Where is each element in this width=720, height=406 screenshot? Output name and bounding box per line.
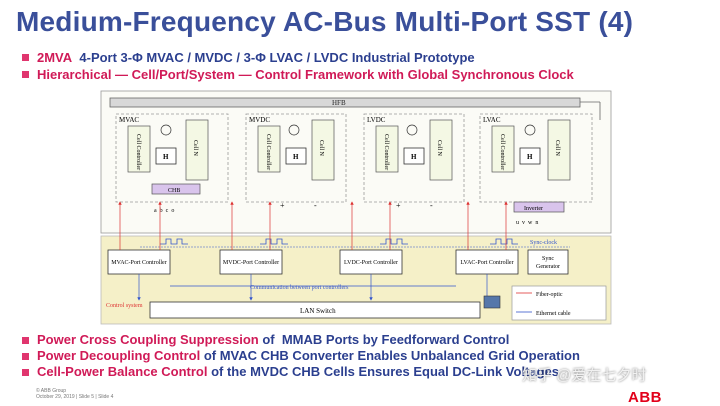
bullet-square-icon bbox=[22, 368, 29, 376]
cell-n-label: Cell N bbox=[318, 140, 324, 156]
cell-controller-label: Cell Controller bbox=[265, 134, 271, 170]
h-bridge-label: H bbox=[293, 153, 299, 161]
bullet-square-icon bbox=[22, 54, 29, 61]
port-mvac: MVAC Cell Controller H Cell N CHB a b c … bbox=[115, 113, 229, 214]
top-bullet-2: Hierarchical — Cell/Port/System — Contro… bbox=[22, 66, 574, 83]
lan-switch: LAN Switch bbox=[149, 301, 481, 319]
h-bridge-label: H bbox=[411, 153, 417, 161]
bullet-text: of MMAB Ports by Feedforward Control bbox=[258, 332, 510, 347]
port-lvdc: LVDC Cell Controller H Cell N + - bbox=[363, 113, 465, 210]
svg-text:MVAC-Port Controller: MVAC-Port Controller bbox=[111, 260, 166, 266]
control-system-label: Control system bbox=[106, 303, 143, 309]
port-lvdc-label: LVDC bbox=[367, 116, 386, 124]
h-bridge-label: H bbox=[527, 153, 533, 161]
bullet-highlight: Power Cross Coupling Suppression bbox=[37, 332, 259, 347]
hfb-label: HFB bbox=[332, 99, 346, 107]
mvdc-minus: - bbox=[314, 201, 317, 210]
bullet-highlight: Cell-Power Balance Control bbox=[37, 364, 208, 379]
legend: Fiber-optic Ethernet cable bbox=[511, 285, 607, 321]
top-bullet-list: 2MVA 4-Port 3-Φ MVAC / MVDC / 3-Φ LVAC /… bbox=[22, 49, 574, 83]
port-mvdc: MVDC Cell Controller H Cell N + - bbox=[245, 113, 347, 210]
port-lvac-label: LVAC bbox=[483, 116, 501, 124]
cell-n-label: Cell N bbox=[554, 140, 560, 156]
bullet-highlight: Power Decoupling Control bbox=[37, 348, 201, 363]
lvdc-port-controller: LVDC-Port Controller bbox=[339, 249, 403, 275]
comm-label: Communication between port controllers bbox=[250, 285, 349, 291]
computer-icon bbox=[483, 295, 501, 309]
bottom-bullet-3: Cell-Power Balance Control of the MVDC C… bbox=[22, 364, 580, 380]
mvac-port-controller: MVAC-Port Controller bbox=[107, 249, 171, 275]
svg-text:Generator: Generator bbox=[536, 264, 560, 270]
bullet-square-icon bbox=[22, 336, 29, 344]
svg-text:LVDC-Port Controller: LVDC-Port Controller bbox=[344, 260, 398, 266]
abb-logo: ABB bbox=[628, 389, 662, 406]
cell-n-label: Cell N bbox=[436, 140, 442, 156]
bullet-square-icon bbox=[22, 352, 29, 360]
legend-fiber: Fiber-optic bbox=[536, 292, 563, 298]
watermark: 知乎 @爱在七夕时 bbox=[522, 367, 647, 384]
mvdc-plus: + bbox=[280, 201, 285, 210]
cell-controller-label: Cell Controller bbox=[383, 134, 389, 170]
legend-ethernet: Ethernet cable bbox=[536, 311, 571, 317]
bullet-highlight: 2MVA bbox=[37, 50, 73, 65]
mvdc-port-controller: MVDC-Port Controller bbox=[219, 249, 283, 275]
cell-controller-label: Cell Controller bbox=[499, 134, 505, 170]
port-mvac-label: MVAC bbox=[119, 116, 139, 124]
lvdc-plus: + bbox=[396, 201, 401, 210]
svg-text:Sync: Sync bbox=[542, 256, 554, 262]
cell-n-label: Cell N bbox=[192, 140, 198, 156]
inverter-label: Inverter bbox=[524, 206, 543, 212]
cell-controller-label: Cell Controller bbox=[135, 134, 141, 170]
bottom-bullet-1: Power Cross Coupling Suppression of MMAB… bbox=[22, 332, 580, 348]
lvdc-minus: - bbox=[430, 201, 433, 210]
port-mvdc-label: MVDC bbox=[249, 116, 270, 124]
svg-text:LAN Switch: LAN Switch bbox=[300, 307, 336, 315]
bottom-bullet-2: Power Decoupling Control of MVAC CHB Con… bbox=[22, 348, 580, 364]
lvac-terminals: u v w n bbox=[516, 220, 538, 226]
sst-control-diagram: HFB MVAC Cell Controller H Cell N CHB a … bbox=[100, 90, 612, 325]
sync-generator-label: Sync Generator bbox=[548, 278, 556, 281]
page-title: Medium-Frequency AC-Bus Multi-Port SST (… bbox=[16, 6, 634, 37]
bullet-text: of the MVDC CHB Cells Ensures Equal DC-L… bbox=[207, 364, 560, 379]
mvac-terminals: a b c o bbox=[154, 208, 174, 214]
hfb-bus bbox=[109, 97, 581, 108]
sync-clock-label: Sync-clock bbox=[530, 240, 557, 246]
top-bullet-1: 2MVA 4-Port 3-Φ MVAC / MVDC / 3-Φ LVAC /… bbox=[22, 49, 574, 66]
bullet-highlight: Hierarchical — Cell/Port/System — Contro… bbox=[37, 67, 574, 82]
bullet-square-icon bbox=[22, 71, 29, 78]
bullet-text: 4-Port 3-Φ MVAC / MVDC / 3-Φ LVAC / LVDC… bbox=[72, 50, 475, 65]
bottom-bullet-list: Power Cross Coupling Suppression of MMAB… bbox=[22, 332, 580, 380]
sync-clock-pulses bbox=[160, 238, 518, 245]
sync-generator: Sync Generator bbox=[527, 249, 569, 275]
bullet-text: of MVAC CHB Converter Enables Unbalanced… bbox=[200, 348, 580, 363]
chb-label: CHB bbox=[168, 188, 180, 194]
footer: © ABB Group October 29, 2019 | Slide 5 |… bbox=[36, 388, 113, 400]
footer-line-1: © ABB Group bbox=[36, 388, 67, 394]
port-lvac: LVAC Cell Controller H Cell N Inverter u… bbox=[479, 113, 593, 226]
h-bridge-label: H bbox=[163, 153, 169, 161]
svg-text:MVDC-Port Controller: MVDC-Port Controller bbox=[223, 260, 279, 266]
svg-text:LVAC-Port Controller: LVAC-Port Controller bbox=[460, 260, 513, 266]
lvac-port-controller: LVAC-Port Controller bbox=[455, 249, 519, 275]
footer-line-2: October 29, 2019 | Slide 5 | Slide 4 bbox=[36, 394, 114, 400]
